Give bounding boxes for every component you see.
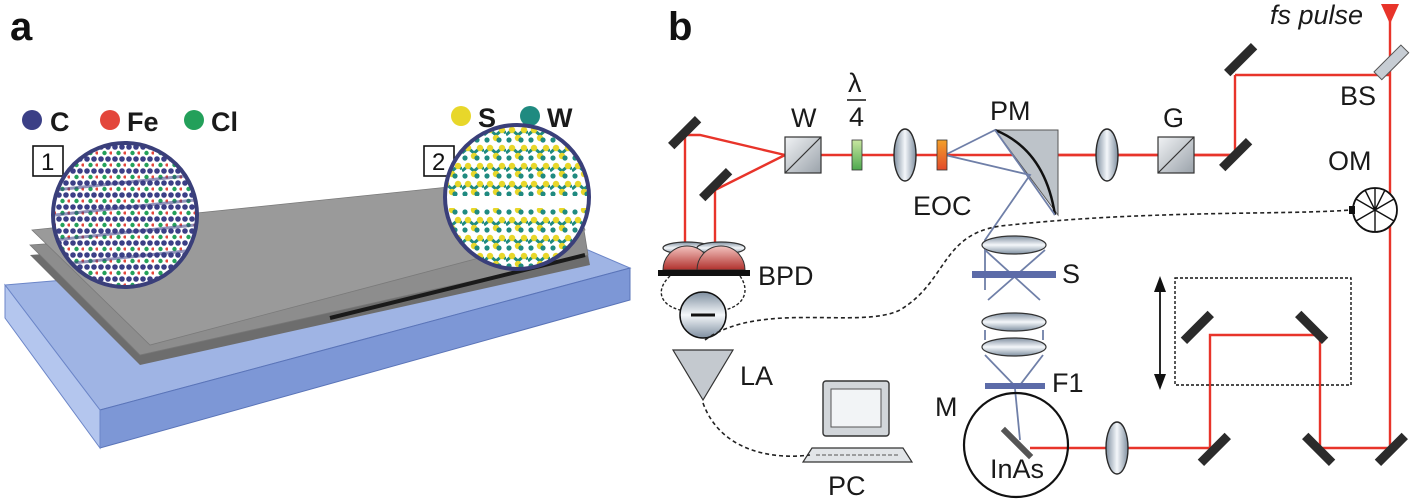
lens-column-3: [981, 337, 1047, 357]
cable-la-pc: [702, 402, 811, 457]
w-label: W: [791, 103, 817, 133]
legend-label-fe: Fe: [127, 107, 159, 137]
beam-splitter-bs: [1373, 44, 1410, 81]
wollaston-prism-w: [784, 136, 822, 174]
fs-pulse-label: fs pulse: [1270, 0, 1363, 30]
fs-pulse-arrow-icon: [1381, 4, 1399, 24]
sample-plane-s: [972, 271, 1056, 278]
s-label: S: [1062, 259, 1080, 289]
inas-emitter: [962, 391, 1070, 499]
lens-probe-1: [893, 128, 917, 182]
mirror-bottom-mid: [1197, 432, 1231, 466]
quarter-wave-plate: [851, 139, 863, 171]
legend-dot-w: [520, 106, 540, 126]
legend-dot-c: [22, 110, 42, 130]
mirror-bottom-right-inner: [1302, 432, 1336, 466]
mirror-top-left: [1224, 43, 1258, 77]
lambda-label: λ: [848, 68, 862, 98]
legend-panel-a: C Fe Cl S W: [22, 103, 573, 137]
inset-1-ring: [51, 141, 199, 289]
legend-dot-s: [451, 106, 471, 126]
bs-label: BS: [1340, 81, 1376, 111]
parabolic-mirror-pm: [944, 128, 1059, 290]
inset-1-number-box: [32, 145, 64, 177]
delay-mirror-left: [1180, 310, 1214, 344]
om-label: OM: [1328, 146, 1372, 176]
la-label: LA: [740, 361, 773, 391]
sample-stack: [4, 174, 632, 450]
four-label: 4: [849, 102, 864, 132]
inset-1-fecl3-graphene: 1: [32, 141, 199, 289]
polarizer-cube-g: [1157, 136, 1195, 174]
substrate-side: [4, 283, 101, 450]
bpd-label: BPD: [758, 261, 814, 291]
lens-column-1: [981, 235, 1047, 255]
mirror-m: [1000, 426, 1034, 460]
mirror-g-turn: [1219, 138, 1253, 172]
lens-pump-1: [1095, 128, 1119, 182]
legend-dot-fe: [100, 110, 120, 130]
legend-label-cl: Cl: [211, 107, 238, 137]
inset-2-ws2: 2: [423, 123, 591, 271]
mirror-left-top: [668, 116, 702, 150]
inset-2-number: 2: [432, 149, 445, 176]
mirror-left-inner: [699, 168, 733, 202]
subtractor-icon: [679, 291, 727, 339]
mirror-bottom-right: [1374, 432, 1408, 466]
optical-chopper-om: [1349, 187, 1398, 233]
mirrors: [668, 43, 1410, 466]
panel-a-letter: a: [10, 5, 33, 49]
cable-chopper-lockin: [704, 209, 1351, 341]
eoc-crystal: [936, 139, 948, 171]
delay-mirror-right: [1295, 310, 1329, 344]
lens-column-2: [981, 312, 1047, 332]
computer-pc-icon: [801, 380, 914, 463]
lens-pump-2: [1105, 421, 1129, 475]
legend-label-c: C: [50, 107, 70, 137]
legend-dot-cl: [184, 110, 204, 130]
filter-f1: [985, 383, 1045, 389]
delay-stage-arrow-icon: [1154, 276, 1166, 390]
inas-label: InAs: [990, 454, 1044, 484]
delay-stage-box: [1174, 277, 1352, 386]
imaging-column: [972, 235, 1056, 441]
f1-label: F1: [1052, 368, 1084, 398]
inset-2-number-box: [423, 145, 455, 177]
legend-label-s: S: [478, 103, 496, 133]
lock-in-amplifier-la: [671, 349, 735, 402]
eoc-label: EOC: [913, 191, 972, 221]
legend-label-w: W: [547, 103, 573, 133]
balanced-photodetector-bpd: [658, 241, 750, 311]
inset-1-number: 1: [41, 149, 54, 176]
m-label: M: [935, 392, 958, 422]
g-label: G: [1163, 103, 1184, 133]
panel-b-letter: b: [668, 5, 692, 49]
inset-2-ring: [443, 123, 591, 271]
pc-label: PC: [828, 471, 866, 501]
pm-label: PM: [990, 96, 1031, 126]
